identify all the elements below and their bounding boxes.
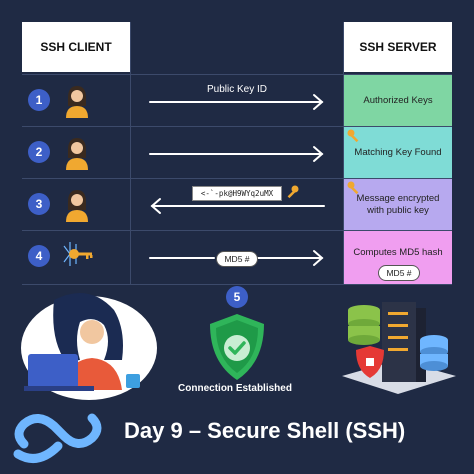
step-number: 4: [28, 245, 50, 267]
row-divider: [22, 178, 452, 179]
page-title: Day 9 – Secure Shell (SSH): [124, 418, 406, 443]
column-divider: [343, 22, 344, 284]
server-text: Message encrypted with public key: [356, 192, 440, 216]
step-number: 1: [28, 89, 50, 111]
row-divider: [22, 284, 452, 285]
step-number: 3: [28, 193, 50, 215]
key-icon: [347, 129, 359, 143]
server-text: Authorized Keys: [363, 94, 433, 106]
encrypted-hash-label: <-`-pk@H9WYq2uMX: [192, 186, 282, 201]
server-text: Computes MD5 hash: [353, 246, 443, 258]
server-text: Matching Key Found: [354, 146, 442, 158]
shield-check-icon: [210, 314, 264, 380]
key-icon: [287, 185, 299, 199]
person-icon: [66, 138, 88, 170]
step-number: 2: [28, 141, 50, 163]
digital-key-icon: [63, 242, 93, 266]
server-cell-matching-key: Matching Key Found: [344, 127, 452, 178]
md5-chip: MD5 #: [216, 251, 258, 267]
person-icon: [66, 190, 88, 222]
server-header: SSH SERVER: [344, 22, 452, 72]
arrow-label: Public Key ID: [206, 84, 268, 95]
connection-established-label: Connection Established: [178, 383, 292, 394]
column-divider: [130, 22, 131, 284]
person-laptop-illustration: [21, 292, 157, 400]
server-cell-encrypted: Message encrypted with public key: [344, 179, 452, 230]
row-divider: [22, 74, 452, 75]
client-header: SSH CLIENT: [22, 22, 130, 72]
server-cell-authorized-keys: Authorized Keys: [344, 75, 452, 126]
brand-logo: [13, 413, 102, 463]
row-divider: [22, 230, 452, 231]
key-icon: [347, 181, 359, 195]
server-rack-illustration: [342, 302, 456, 394]
row-divider: [22, 126, 452, 127]
md5-badge: MD5 #: [378, 265, 420, 281]
step-number: 5: [226, 286, 248, 308]
person-icon: [66, 86, 88, 118]
